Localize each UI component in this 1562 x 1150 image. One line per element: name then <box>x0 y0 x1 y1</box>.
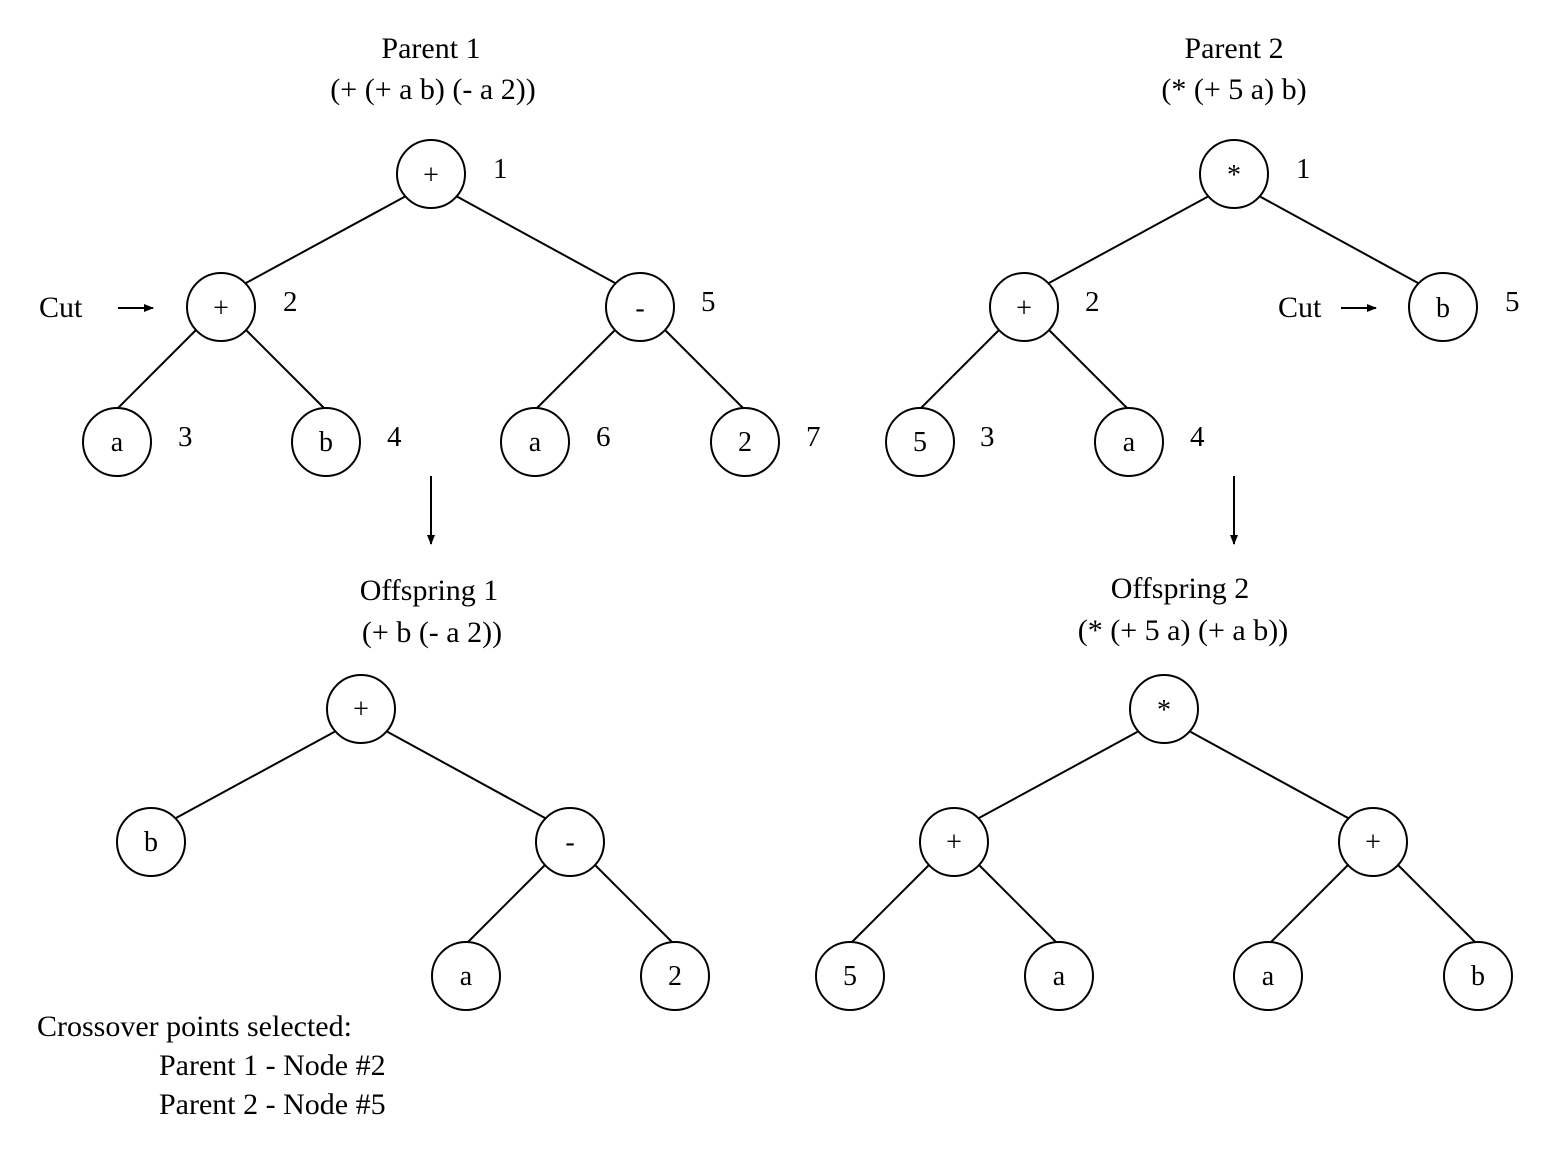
tree-node: b <box>291 407 361 477</box>
offspring1-expression: (+ b (- a 2)) <box>362 616 502 649</box>
node-number: 2 <box>283 286 298 318</box>
node-number: 3 <box>178 421 193 453</box>
edge <box>918 329 1000 411</box>
tree-node: + <box>186 272 256 342</box>
node-label: b <box>319 427 333 458</box>
node-label: a <box>1262 961 1275 992</box>
node-label: 5 <box>843 961 857 992</box>
cut-label: Cut <box>1278 291 1322 324</box>
node-label: + <box>1016 293 1032 324</box>
tree-node: + <box>396 139 466 209</box>
edge <box>464 864 546 946</box>
tree-node: a <box>1094 407 1164 477</box>
crossover-line: Parent 1 - Node #2 <box>159 1049 386 1082</box>
tree-node: + <box>919 807 989 877</box>
tree-node: + <box>1338 807 1408 877</box>
node-label: a <box>1123 427 1136 458</box>
crossover-heading: Crossover points selected: <box>37 1010 352 1043</box>
tree-node: 5 <box>815 941 885 1011</box>
edge <box>664 329 746 411</box>
node-label: 5 <box>913 427 927 458</box>
edge <box>1267 864 1349 946</box>
edge <box>245 329 327 411</box>
tree-node: 2 <box>710 407 780 477</box>
node-number: 1 <box>1296 153 1311 185</box>
offspring1-tree: Offspring 1 (+ b (- a 2)) + b - a 2 <box>116 574 710 1011</box>
edge <box>455 195 616 284</box>
node-label: + <box>1365 827 1381 858</box>
parent1-tree: Parent 1 (+ (+ a b) (- a 2)) + 1 + 2 a 3… <box>39 32 821 545</box>
crossover-line: Parent 2 - Node #5 <box>159 1088 386 1121</box>
node-label: b <box>144 827 158 858</box>
node-label: + <box>213 293 229 324</box>
node-label: - <box>635 293 644 324</box>
node-number: 4 <box>1190 421 1205 453</box>
offspring2-tree: Offspring 2 (* (+ 5 a) (+ a b)) * + 5 a … <box>815 572 1513 1011</box>
tree-node: a <box>1233 941 1303 1011</box>
node-label: a <box>460 961 473 992</box>
edge <box>534 329 616 411</box>
node-label: + <box>353 694 369 725</box>
edge <box>848 864 930 946</box>
edge <box>245 195 407 284</box>
tree-node: 5 <box>885 407 955 477</box>
node-label: + <box>423 160 439 191</box>
node-label: a <box>1053 961 1066 992</box>
tree-node: + <box>989 272 1059 342</box>
node-number: 1 <box>493 153 508 185</box>
node-label: a <box>529 427 542 458</box>
node-number: 7 <box>806 421 821 453</box>
node-label: 2 <box>738 427 752 458</box>
node-label: b <box>1436 293 1450 324</box>
parent1-title: Parent 1 <box>381 32 480 65</box>
edge <box>1048 195 1210 284</box>
node-label: - <box>565 827 574 858</box>
tree-node: b <box>1408 272 1478 342</box>
node-label: b <box>1471 961 1485 992</box>
node-number: 4 <box>387 421 402 453</box>
node-number: 6 <box>596 421 611 453</box>
node-number: 5 <box>701 286 716 318</box>
offspring2-expression: (* (+ 5 a) (+ a b)) <box>1078 614 1288 647</box>
edge <box>1258 195 1419 284</box>
parent1-expression: (+ (+ a b) (- a 2)) <box>330 73 535 106</box>
tree-node: a <box>1024 941 1094 1011</box>
edge <box>594 864 676 946</box>
edge <box>115 329 197 411</box>
tree-node: - <box>535 807 605 877</box>
edge <box>978 864 1060 946</box>
tree-node: - <box>605 272 675 342</box>
crossover-note: Crossover points selected: Parent 1 - No… <box>37 1010 386 1121</box>
node-number: 5 <box>1505 286 1520 318</box>
tree-node: b <box>116 807 186 877</box>
edge <box>978 730 1140 819</box>
node-number: 2 <box>1085 286 1100 318</box>
tree-node: b <box>1443 941 1513 1011</box>
tree-node: 2 <box>640 941 710 1011</box>
tree-node: a <box>431 941 501 1011</box>
offspring1-title: Offspring 1 <box>360 574 499 607</box>
edge <box>385 730 546 819</box>
edge <box>1048 329 1130 411</box>
edge <box>175 730 337 819</box>
edge <box>1397 864 1479 946</box>
cut-label: Cut <box>39 291 83 324</box>
tree-node: * <box>1199 139 1269 209</box>
tree-node: a <box>500 407 570 477</box>
offspring2-title: Offspring 2 <box>1111 572 1250 605</box>
node-label: 2 <box>668 961 682 992</box>
tree-node: * <box>1129 674 1199 744</box>
parent2-tree: Parent 2 (* (+ 5 a) b) * 1 + 2 5 3 a 4 b <box>885 32 1520 545</box>
tree-node: a <box>82 407 152 477</box>
node-label: + <box>946 827 962 858</box>
node-label: * <box>1157 695 1171 726</box>
parent2-title: Parent 2 <box>1184 32 1283 65</box>
edge <box>1188 730 1349 819</box>
tree-node: + <box>326 674 396 744</box>
node-number: 3 <box>980 421 995 453</box>
node-label: a <box>111 427 124 458</box>
parent2-expression: (* (+ 5 a) b) <box>1161 73 1306 106</box>
node-label: * <box>1227 160 1241 191</box>
